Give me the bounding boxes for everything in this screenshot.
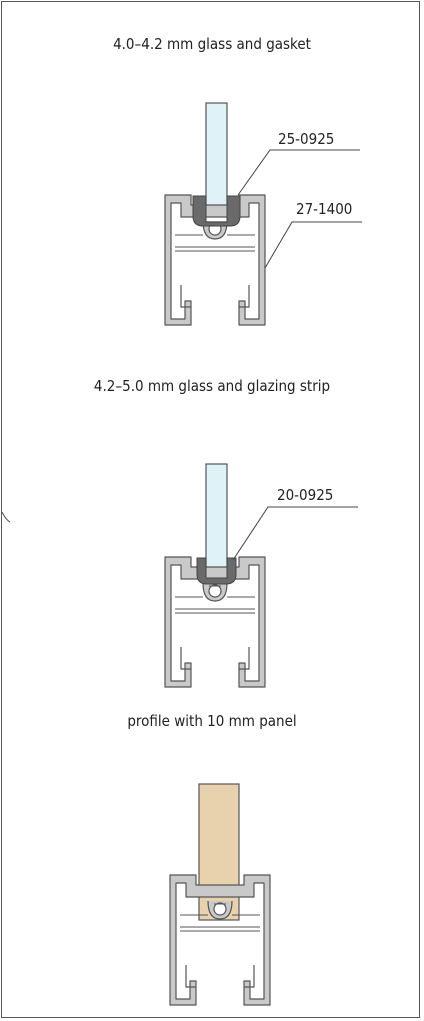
border-mark xyxy=(1,511,11,523)
glazing-strip-2 xyxy=(196,557,237,585)
section-2-drawing xyxy=(164,463,358,688)
section-1-caption: 4.0–4.2 mm glass and gasket xyxy=(113,35,311,53)
leader-gasket xyxy=(237,149,360,196)
gasket-1 xyxy=(192,195,241,227)
section-2-caption: 4.2–5.0 mm glass and glazing strip xyxy=(93,377,331,395)
leader-profile xyxy=(264,221,362,269)
section-3-drawing xyxy=(169,783,271,1006)
profile-1 xyxy=(164,194,266,326)
panel-10mm xyxy=(198,783,240,921)
glass-pane-1 xyxy=(205,102,228,211)
section-1-drawing xyxy=(164,102,362,326)
gasket-part-label: 25-0925 xyxy=(278,130,335,148)
section-3-caption: profile with 10 mm panel xyxy=(127,712,297,730)
leader-glazing-strip xyxy=(232,506,358,561)
glazing-strip-part-label: 20-0925 xyxy=(277,486,334,504)
glass-pane-2 xyxy=(205,463,228,576)
profile-part-label: 27-1400 xyxy=(296,200,353,218)
profile-2 xyxy=(164,556,266,688)
profile-3 xyxy=(169,874,271,1006)
